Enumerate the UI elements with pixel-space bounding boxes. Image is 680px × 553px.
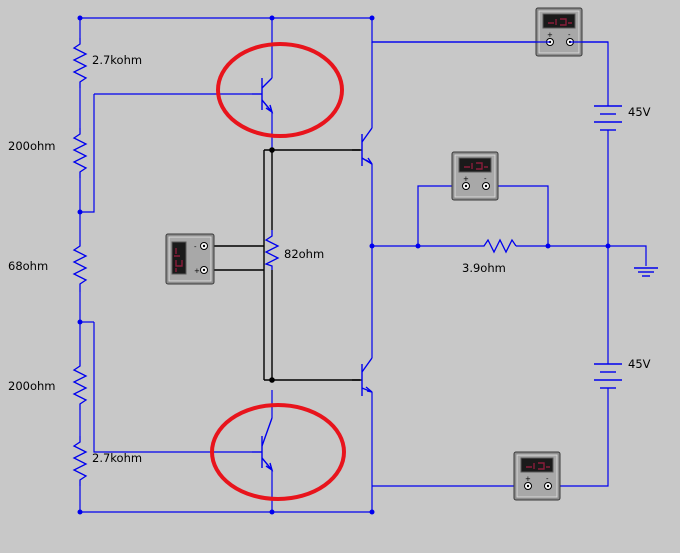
label-r-bridge: 82ohm [284, 247, 324, 261]
highlight-ring-upper [216, 42, 344, 138]
transistor-upper-driver[interactable] [252, 77, 274, 114]
resistor-200-top[interactable]: 200ohm [8, 128, 88, 178]
bridge-wiring [212, 149, 360, 381]
svg-text:-: - [568, 31, 571, 39]
highlight-ring-lower [210, 403, 346, 501]
resistor-200-bottom[interactable]: 200ohm [8, 360, 88, 410]
svg-text:+: + [547, 31, 553, 39]
svg-text:-: - [546, 475, 549, 483]
transistor-lower-power[interactable] [352, 357, 373, 396]
label-r-center-left: 68ohm [8, 259, 48, 273]
svg-text:+: + [194, 267, 200, 275]
meter-bottom-right[interactable]: + - [513, 451, 561, 501]
wiring [79, 17, 647, 513]
junction-dots [77, 15, 611, 515]
svg-text:+: + [463, 175, 469, 183]
label-v-top: 45V [628, 105, 651, 119]
ground-icon [634, 267, 658, 277]
resistor-2-7k-top[interactable]: 2.7kohm [72, 38, 142, 88]
resistor-82[interactable]: 82ohm [264, 230, 324, 270]
svg-text:+: + [525, 475, 531, 483]
transistor-lower-driver[interactable] [252, 417, 274, 472]
svg-text:-: - [484, 175, 487, 183]
battery-bottom[interactable]: 45V [594, 352, 651, 392]
label-r-bottom-small: 2.7kohm [92, 451, 142, 465]
label-r-top-small: 2.7kohm [92, 53, 142, 67]
meter-top-right[interactable]: + - [535, 7, 583, 57]
resistor-3-9-load[interactable]: 3.9ohm [462, 238, 517, 275]
meter-load[interactable]: + - [451, 151, 499, 201]
meter-bridge[interactable]: - + [165, 233, 215, 285]
resistor-2-7k-bottom[interactable]: 2.7kohm [72, 436, 142, 486]
transistor-upper-power[interactable] [352, 127, 373, 166]
label-r-load: 3.9ohm [462, 261, 506, 275]
label-r-top-mid: 200ohm [8, 139, 55, 153]
label-r-bottom-mid: 200ohm [8, 379, 55, 393]
svg-text:-: - [194, 243, 197, 251]
battery-top[interactable]: 45V [594, 105, 651, 134]
label-v-bottom: 45V [628, 357, 651, 371]
resistor-68[interactable]: 68ohm [8, 240, 88, 292]
